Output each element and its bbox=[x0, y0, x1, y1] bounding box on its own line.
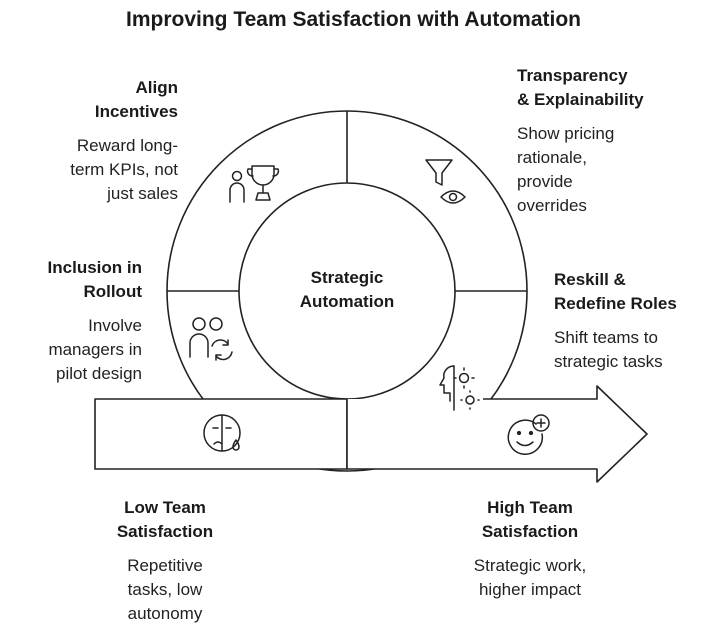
segment-inclusion: Inclusion in Rollout Involve managers in… bbox=[14, 256, 142, 386]
head-gears-icon bbox=[439, 365, 480, 411]
end-label: High Team Satisfaction Strategic work, h… bbox=[440, 496, 620, 602]
segment-inclusion-description: Involve managers in pilot design bbox=[48, 316, 142, 383]
segment-align: Align Incentives Reward long- term KPIs,… bbox=[20, 76, 178, 206]
segment-align-heading: Align Incentives bbox=[94, 78, 178, 121]
segment-transparency: Transparency & Explainability Show prici… bbox=[517, 64, 697, 218]
segment-inclusion-heading: Inclusion in Rollout bbox=[47, 258, 142, 301]
start-description: Repetitive tasks, low autonomy bbox=[127, 556, 203, 623]
segment-reskill-description: Shift teams to strategic tasks bbox=[554, 328, 663, 371]
segment-transparency-heading: Transparency & Explainability bbox=[517, 66, 644, 109]
start-heading: Low Team Satisfaction bbox=[116, 498, 214, 541]
users-cycle-icon bbox=[189, 317, 233, 361]
end-arrow bbox=[346, 385, 648, 483]
start-block bbox=[94, 398, 348, 470]
sad-face-icon bbox=[203, 414, 241, 452]
happy-face-plus-icon bbox=[507, 414, 550, 455]
end-description: Strategic work, higher impact bbox=[473, 556, 587, 599]
user-trophy-icon bbox=[229, 165, 280, 203]
diagram-title: Improving Team Satisfaction with Automat… bbox=[125, 8, 582, 31]
filter-eye-icon bbox=[425, 159, 466, 204]
start-label: Low Team Satisfaction Repetitive tasks, … bbox=[85, 496, 245, 626]
segment-reskill: Reskill & Redefine Roles Shift teams to … bbox=[554, 268, 704, 374]
hub-label: Strategic Automation bbox=[299, 268, 395, 311]
segment-transparency-description: Show pricing rationale, provide override… bbox=[517, 124, 615, 215]
end-heading: High Team Satisfaction bbox=[481, 498, 579, 541]
segment-reskill-heading: Reskill & Redefine Roles bbox=[554, 270, 677, 313]
segment-align-description: Reward long- term KPIs, not just sales bbox=[70, 136, 178, 203]
